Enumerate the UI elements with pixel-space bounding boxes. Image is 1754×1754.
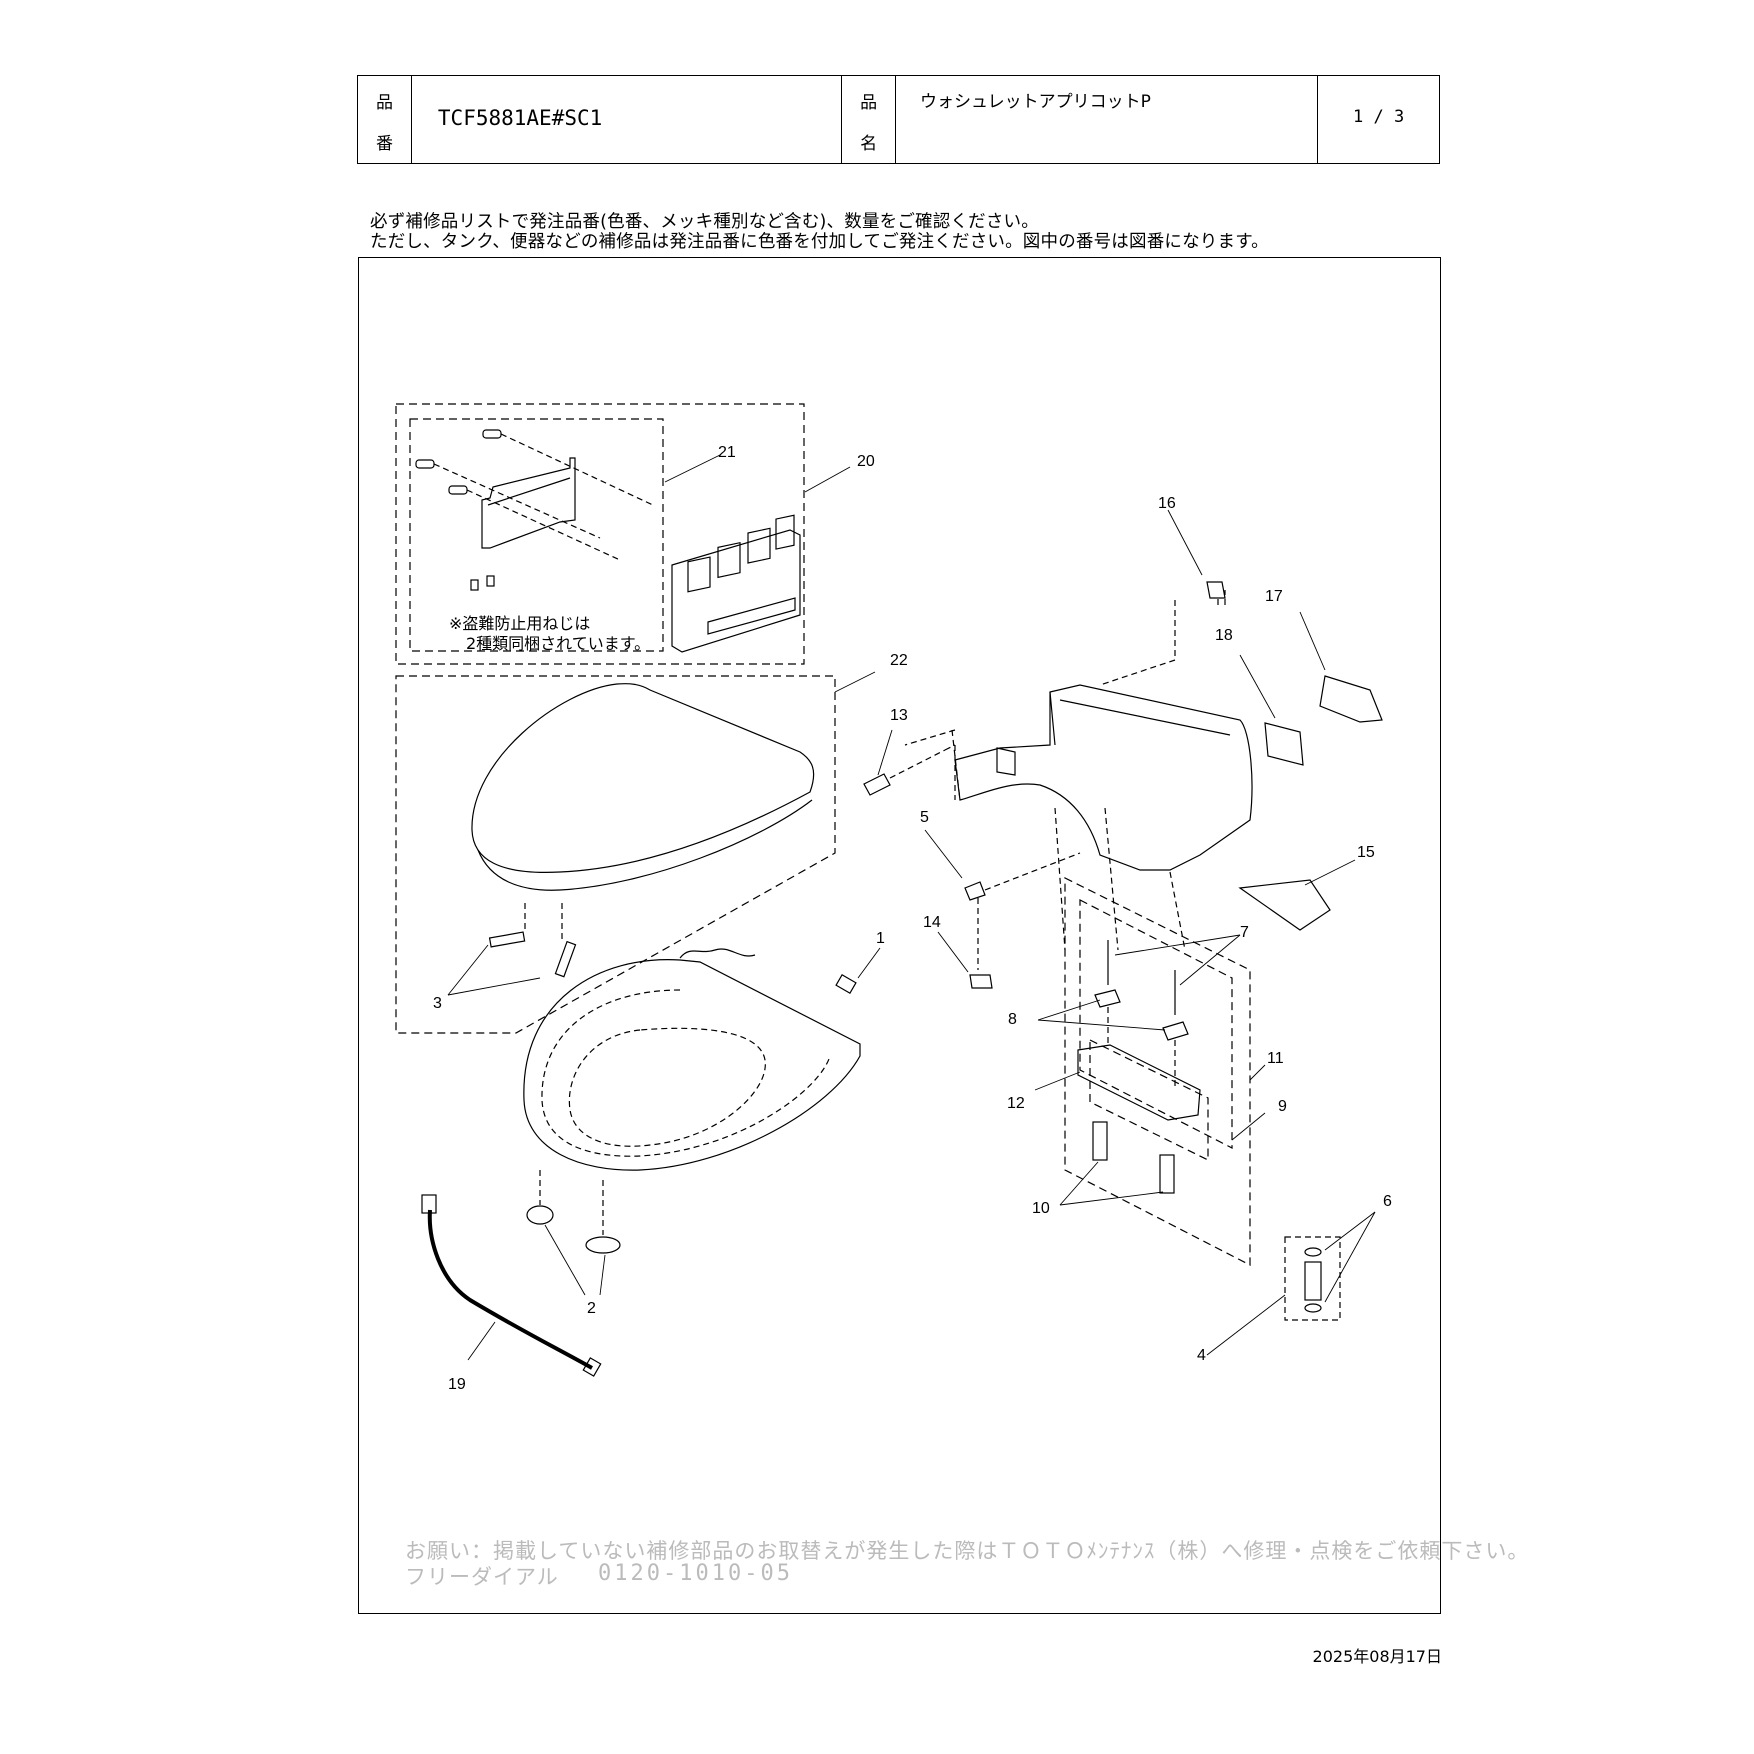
group-20-box	[395, 403, 805, 665]
note-line-2: ただし、タンク、便器などの補修品は発注品番に色番を付加してご発注ください。図中の…	[370, 232, 1269, 252]
group-9-box	[1064, 877, 1251, 1266]
remote-controller	[671, 514, 801, 653]
toilet-seat	[523, 959, 861, 1171]
plate-8a	[1094, 989, 1121, 1008]
callout-9: 9	[1278, 1098, 1287, 1115]
diagram-frame	[358, 257, 1441, 1614]
bolt-10b	[1159, 1154, 1175, 1194]
body-lever	[996, 747, 1016, 776]
part-no-label-1: 品	[375, 93, 393, 113]
washer-6b	[1304, 1303, 1322, 1313]
part-13-fitting	[863, 773, 891, 796]
callout-13: 13	[890, 707, 908, 724]
group-22-box	[395, 675, 836, 1034]
group-11-box	[1079, 899, 1233, 1149]
supply-hose	[427, 1209, 593, 1370]
part-no-cell: TCF5881AE#SC1	[412, 76, 843, 163]
callout-15: 15	[1357, 844, 1375, 861]
footer-dial-number: 0120-1010-05	[598, 1561, 793, 1586]
bolt-10a	[1092, 1121, 1108, 1161]
part-no-label-2: 番	[375, 134, 393, 154]
header-table: 品 番 TCF5881AE#SC1 品 名 ウォシュレットアプリコットP 1 /…	[357, 75, 1440, 164]
toilet-lid	[471, 683, 815, 873]
main-body-unit	[954, 684, 1253, 871]
hose-nut-2	[582, 1357, 602, 1377]
note-line-1: 必ず補修品リストで発注品番(色番、メッキ種別など含む)、数量をご確認ください。	[370, 212, 1039, 232]
callout-8: 8	[1008, 1011, 1017, 1028]
page-cell: 1 / 3	[1318, 76, 1439, 163]
remark-line-2: 2種類同梱されています。	[466, 634, 651, 653]
callout-21: 21	[718, 444, 736, 461]
callout-5: 5	[920, 809, 929, 826]
callout-11: 11	[1267, 1050, 1284, 1067]
callout-7: 7	[1240, 924, 1249, 941]
part-1	[835, 973, 857, 995]
callout-6: 6	[1383, 1193, 1392, 1210]
product-name: ウォシュレットアプリコットP	[920, 92, 1151, 112]
group-4-box	[1284, 1236, 1341, 1321]
product-name-cell: ウォシュレットアプリコットP	[896, 76, 1319, 163]
nut-2	[585, 1236, 621, 1254]
callout-numbers: 21 20 22 13 5 14 1 16 17 18 15 7 8 11 9 …	[433, 444, 1392, 1393]
callout-22: 22	[890, 652, 908, 669]
spring-1	[488, 931, 526, 948]
callout-3: 3	[433, 995, 442, 1012]
product-label-1: 品	[860, 93, 878, 113]
callout-2: 2	[587, 1300, 596, 1317]
plate-8b	[1162, 1021, 1189, 1041]
pins	[415, 429, 656, 561]
leader-lines	[447, 454, 1376, 1361]
callout-19: 19	[448, 1376, 466, 1393]
part-number: TCF5881AE#SC1	[437, 106, 603, 130]
group-21-box	[409, 418, 664, 652]
remark-line-1: ※盗難防止用ねじは	[449, 614, 591, 633]
callout-1: 1	[876, 930, 885, 947]
callout-17: 17	[1265, 588, 1283, 605]
stop-valve-4	[1304, 1261, 1322, 1301]
part-17-grille	[1319, 675, 1383, 723]
callout-4: 4	[1197, 1347, 1206, 1364]
callout-12: 12	[1007, 1095, 1025, 1112]
part-no-label-cell: 品 番	[358, 76, 412, 163]
callout-16: 16	[1158, 495, 1176, 512]
print-date: 2025年08月17日	[1312, 1647, 1442, 1666]
product-label-2: 名	[860, 134, 878, 154]
product-label-cell: 品 名	[842, 76, 897, 163]
part-15-cover	[1238, 879, 1331, 931]
spring-2	[554, 940, 577, 978]
part-14	[969, 974, 993, 989]
hose-nut-1	[421, 1194, 437, 1214]
callout-20: 20	[857, 453, 875, 470]
washer-6a	[1304, 1247, 1322, 1257]
part-18-filter	[1264, 722, 1304, 766]
callout-10: 10	[1032, 1200, 1050, 1217]
part-5	[964, 881, 986, 901]
bracket-plate	[481, 457, 576, 549]
footer-request: お願い：掲載していない補修部品のお取替えが発生した際はＴＯＴＯﾒﾝﾃﾅﾝｽ（株）…	[405, 1539, 1530, 1563]
part-16-clip	[1206, 581, 1226, 599]
nut-1	[526, 1205, 554, 1225]
callout-14: 14	[923, 914, 941, 931]
page-indicator: 1 / 3	[1353, 107, 1405, 127]
security-screws	[470, 575, 495, 591]
callout-18: 18	[1215, 627, 1233, 644]
seat-cable	[679, 948, 756, 959]
footer-dial-label: フリーダイアル	[405, 1565, 559, 1589]
base-plate-12	[1077, 1044, 1201, 1121]
